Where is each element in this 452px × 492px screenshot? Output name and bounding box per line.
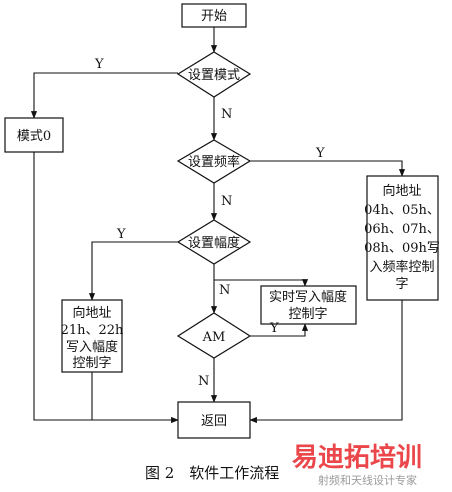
edge-labels: Y N Y N Y N Y N (94, 57, 325, 389)
set-frequency-decision: 设置频率 (176, 139, 252, 184)
mode0-label: 模式0 (17, 129, 51, 144)
amp-line-4: 控制字 (72, 356, 111, 371)
label-freq-yes: Y (315, 146, 325, 161)
set-frequency-label: 设置频率 (188, 154, 240, 170)
set-amplitude-label: 设置幅度 (188, 235, 240, 251)
label-am-yes: Y (269, 321, 279, 336)
set-mode-label: 设置模式 (188, 68, 240, 83)
freq-line-2: 04h、05h、 (364, 203, 440, 218)
return-node: 返回 (177, 401, 251, 439)
label-freq-no: N (221, 194, 232, 209)
realtime-line-1: 实时写入幅度 (269, 289, 347, 305)
amplitude-write-node: 向地址 21h、22h 写入幅度 控制字 (61, 299, 124, 373)
connectors (30, 27, 406, 424)
am-label: AM (202, 330, 226, 345)
set-amplitude-decision: 设置幅度 (176, 219, 252, 265)
watermark: 易迪拓培训 射频和天线设计专家 (292, 443, 422, 487)
frequency-write-node: 向地址 04h、05h、 06h、07h、 08h、09h写 入频率控制 字 (364, 175, 440, 301)
label-amp-no: N (219, 283, 230, 298)
mode0-node: 模式0 (4, 117, 64, 153)
label-amp-yes: Y (116, 227, 126, 242)
set-mode-decision: 设置模式 (176, 51, 252, 98)
watermark-brand: 易迪拓培训 (292, 443, 422, 473)
am-decision: AM (176, 312, 252, 359)
amp-line-2: 21h、22h (61, 323, 124, 338)
start-node: 开始 (181, 3, 247, 28)
label-mode-yes: Y (94, 57, 104, 72)
watermark-slogan: 射频和天线设计专家 (318, 473, 417, 487)
amp-line-3: 写入幅度 (66, 339, 118, 355)
freq-line-3: 06h、07h、 (364, 222, 440, 237)
freq-line-4: 08h、09h写 (364, 241, 440, 256)
freq-line-5: 入频率控制 (369, 259, 434, 275)
label-am-no: N (198, 374, 209, 389)
freq-line-1: 向地址 (382, 183, 421, 199)
return-label: 返回 (201, 414, 227, 429)
realtime-write-node: 实时写入幅度 控制字 (260, 285, 357, 325)
label-mode-no: N (221, 107, 232, 122)
start-label: 开始 (201, 9, 227, 24)
amp-line-1: 向地址 (72, 305, 111, 321)
realtime-line-2: 控制字 (288, 307, 327, 322)
figure-caption: 图 2 软件工作流程 (145, 464, 279, 482)
freq-line-6: 字 (395, 277, 408, 292)
